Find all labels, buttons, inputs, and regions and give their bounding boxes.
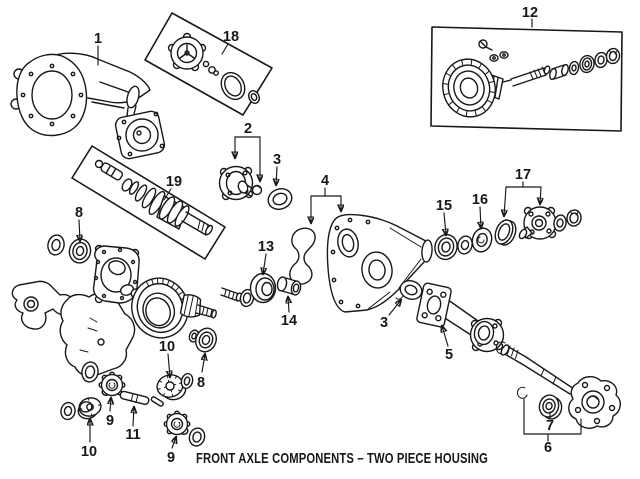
leader-17-bracket — [505, 181, 542, 188]
callout-14: 14 — [281, 313, 297, 329]
drive-pinion-stub — [179, 294, 217, 319]
callout-11: 11 — [125, 427, 140, 443]
kit-box-18-cv-joint-boot-kit — [144, 12, 273, 116]
figure-title: FRONT AXLE COMPONENTS – TWO PIECE HOUSIN… — [196, 450, 488, 467]
part-8-bearing-right — [188, 327, 217, 353]
leader-19 — [163, 188, 172, 201]
leader-18 — [221, 43, 229, 55]
kit-box-12-ring-and-pinion — [430, 26, 623, 132]
leader-9a — [110, 398, 111, 412]
callout-6: 6 — [544, 440, 552, 456]
callout-7: 7 — [546, 418, 554, 434]
leader-13 — [263, 253, 266, 274]
callout-1: 1 — [94, 31, 102, 47]
leader-10a — [168, 353, 170, 377]
callout-15: 15 — [436, 198, 452, 214]
kit-box-19-cv-axle-shaft — [71, 145, 226, 260]
callouts: 1 18 12 2 3 4 19 8 15 16 17 13 14 3 5 — [75, 5, 582, 466]
spider-gear-9a — [98, 371, 126, 397]
callout-10a: 10 — [159, 339, 175, 355]
callout-4: 4 — [321, 173, 329, 189]
callout-17: 17 — [515, 167, 531, 183]
leader-3a — [276, 166, 277, 185]
spider-gear-9b — [163, 410, 191, 436]
part-2-output-flange — [218, 165, 263, 201]
callout-5: 5 — [445, 347, 453, 363]
leader-14 — [288, 297, 289, 313]
leader-4-bracket — [310, 187, 342, 197]
part-5-axle-tube-housing — [416, 282, 508, 355]
leader-15 — [444, 212, 446, 235]
leader-8b — [202, 354, 205, 373]
callout-9a: 9 — [106, 413, 114, 429]
part-8-bearing-left — [47, 234, 92, 264]
callout-8b: 8 — [197, 375, 205, 391]
leader-5 — [442, 326, 449, 347]
leader-6-bracket — [523, 398, 582, 442]
callout-10b: 10 — [81, 444, 97, 460]
part-1-differential-carrier — [10, 52, 166, 160]
leader-3b — [388, 300, 401, 316]
callout-9b: 9 — [167, 450, 175, 466]
part-6-7-axle-shaft-assembly — [500, 344, 621, 429]
callout-3b: 3 — [380, 315, 388, 331]
leader-9b — [172, 437, 176, 449]
callout-8a: 8 — [75, 205, 83, 221]
part-3-seal-front — [267, 188, 293, 210]
side-gear-10b — [77, 397, 102, 420]
part-4-housing-front — [289, 214, 433, 313]
ring-gear — [131, 277, 189, 339]
parts-15-16-17-row — [434, 206, 582, 261]
callout-3a: 3 — [273, 152, 281, 168]
callout-12: 12 — [522, 5, 538, 21]
callout-16: 16 — [472, 192, 488, 208]
leader-11 — [133, 407, 134, 427]
callout-19: 19 — [166, 174, 182, 190]
leader-16 — [480, 206, 481, 228]
part-13-bearing-and-part-14-bushing — [220, 272, 302, 308]
callout-2: 2 — [244, 121, 252, 137]
spider-and-side-gears — [60, 361, 206, 447]
leader-8a — [79, 219, 80, 241]
pinion-shaft-pin-11 — [119, 390, 150, 405]
callout-18: 18 — [223, 29, 239, 45]
carrier-cover-castings — [11, 280, 136, 378]
callout-13: 13 — [258, 239, 274, 255]
